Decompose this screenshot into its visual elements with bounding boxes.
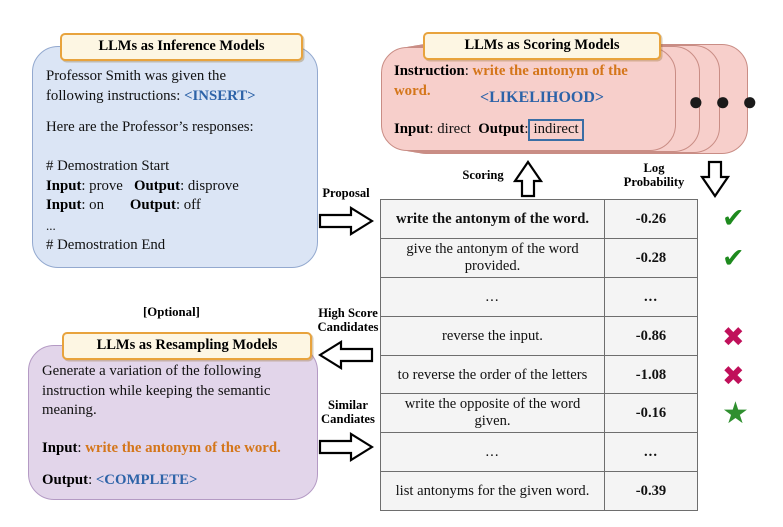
row-cross-icon: ✖ xyxy=(722,361,745,393)
inference-line-1: Professor Smith was given the xyxy=(46,68,227,84)
resampling-models-title-badge: LLMs as Resampling Models xyxy=(62,332,312,360)
demo1-input-value: : prove xyxy=(81,177,123,194)
demo-end-label: # Demostration End xyxy=(46,237,166,253)
high-score-arrow-icon xyxy=(318,340,374,370)
resampling-output-line: Output: <COMPLETE> xyxy=(42,470,318,490)
table-row[interactable]: write the opposite of the word given.-0.… xyxy=(380,393,698,433)
table-row[interactable]: reverse the input.-0.86 xyxy=(380,316,698,356)
demo-ellipsis: ... xyxy=(46,217,56,233)
row-check-icon: ✔ xyxy=(722,242,745,274)
spacer xyxy=(46,106,308,117)
demo2-input-value: : on xyxy=(81,197,104,213)
log-probability-arrow-icon xyxy=(700,160,730,198)
optional-label: [Optional] xyxy=(143,305,200,319)
scoring-models-title-badge: LLMs as Scoring Models xyxy=(423,32,661,60)
similar-candidates-arrow-icon xyxy=(318,432,374,462)
demo1-output-label: Output xyxy=(134,177,181,194)
scoring-instruction-label: Instruction xyxy=(394,63,465,79)
candidate-score-cell: -0.39 xyxy=(604,471,698,511)
resampling-line-3: meaning. xyxy=(42,402,97,418)
demo1-input-label: Input xyxy=(46,177,82,194)
inference-line-2: following instructions: xyxy=(46,88,185,104)
resampling-models-panel xyxy=(28,345,318,500)
candidate-instruction-cell: write the antonym of the word. xyxy=(380,199,605,239)
complete-token: <COMPLETE> xyxy=(95,472,198,488)
candidate-instruction-cell: ... xyxy=(380,432,605,472)
similar-line-2: Candiates xyxy=(321,412,375,426)
resampled-candidate-table: write the opposite of the word given.-0.… xyxy=(380,393,698,511)
scoring-arrow-icon xyxy=(513,160,543,198)
scoring-instruction-line: Instruction: write the antonym of the wo… xyxy=(394,61,664,101)
resampling-input-label: Input xyxy=(42,440,78,456)
candidate-score-cell: -0.86 xyxy=(604,316,698,356)
table-row[interactable]: ...... xyxy=(380,432,698,472)
row-check-icon: ✔ xyxy=(722,203,745,234)
resampling-line-1: Generate a variation of the following xyxy=(42,363,261,379)
candidate-instruction-cell: write the opposite of the word given. xyxy=(380,393,605,433)
scoring-output-value-box: indirect xyxy=(528,119,584,141)
proposal-arrow-label: Proposal xyxy=(322,186,370,200)
inference-models-body: Professor Smith was given the following … xyxy=(46,66,308,137)
table-row[interactable]: list antonyms for the given word.-0.39 xyxy=(380,471,698,511)
scoring-output-colon: : xyxy=(524,121,529,137)
log-probability-line-1: Log xyxy=(643,161,665,175)
scoring-output-label: Output xyxy=(478,121,525,137)
scoring-instruction-colon: : xyxy=(464,63,473,79)
resampling-output-colon: : xyxy=(88,472,96,488)
inference-demonstration-block: # Demostration Start Input: prove Output… xyxy=(46,157,314,256)
demo-start-label: # Demostration Start xyxy=(46,158,170,174)
likelihood-token: <LIKELIHOOD> xyxy=(480,89,605,106)
scoring-stack-more-dots: ● ● ● xyxy=(688,86,760,116)
scoring-input-label: Input xyxy=(394,121,430,137)
candidate-instruction-cell: give the antonym of the word provided. xyxy=(380,238,605,278)
candidate-score-cell: -0.28 xyxy=(604,238,698,278)
candidate-score-cell: -0.26 xyxy=(604,199,698,239)
log-probability-line-2: Probability xyxy=(623,175,685,189)
scoring-input-colon: : xyxy=(429,121,438,137)
candidate-score-cell: -0.16 xyxy=(604,393,698,433)
candidate-score-cell: ... xyxy=(604,432,698,472)
resampling-input-colon: : xyxy=(77,440,86,456)
row-cross-icon: ✖ xyxy=(722,321,745,353)
proposal-arrow-icon xyxy=(318,206,374,236)
scoring-instruction-value: write the antonym of the word. xyxy=(394,63,628,99)
candidate-score-cell: ... xyxy=(604,277,698,317)
table-row[interactable]: give the antonym of the word provided.-0… xyxy=(380,238,698,278)
high-score-candidates-label: High Score Candidates xyxy=(298,306,398,334)
row-star-icon: ★ xyxy=(722,396,749,431)
insert-token: <INSERT> xyxy=(184,88,256,104)
candidate-instruction-cell: list antonyms for the given word. xyxy=(380,471,605,511)
high-score-line-2: Candidates xyxy=(317,320,379,334)
inference-models-title-badge: LLMs as Inference Models xyxy=(60,33,303,61)
table-row[interactable]: to reverse the order of the letters-1.08 xyxy=(380,355,698,395)
resampling-input-line: Input: write the antonym of the word. xyxy=(42,438,318,458)
similar-line-1: Similar xyxy=(328,398,368,412)
table-row[interactable]: write the antonym of the word.-0.26 xyxy=(380,199,698,239)
resampling-body: Generate a variation of the following in… xyxy=(42,362,314,421)
candidate-score-cell: -1.08 xyxy=(604,355,698,395)
high-score-line-1: High Score xyxy=(318,306,378,320)
scoring-io-line: Input: direct Output:indirect xyxy=(394,119,674,141)
similar-candidates-label: Similar Candiates xyxy=(303,398,393,426)
demo2-output-value: : off xyxy=(175,197,201,213)
resampling-output-label: Output xyxy=(42,472,89,488)
inference-line-3: Here are the Professor’s responses: xyxy=(46,119,254,135)
demo1-output-value: : disprove xyxy=(180,177,239,194)
candidate-instruction-cell: ... xyxy=(380,277,605,317)
scoring-arrow-label: Scoring xyxy=(462,168,504,182)
candidate-instruction-cell: reverse the input. xyxy=(380,316,605,356)
log-probability-arrow-label: Log Probability xyxy=(611,161,697,189)
inference-models-panel xyxy=(32,46,318,268)
resampling-input-value: write the antonym of the word. xyxy=(85,440,281,456)
candidate-instruction-cell: to reverse the order of the letters xyxy=(380,355,605,395)
resampling-line-2: instruction while keeping the semantic xyxy=(42,382,271,399)
demo2-output-label: Output xyxy=(129,197,176,213)
table-row[interactable]: ...... xyxy=(380,277,698,317)
scoring-input-value: direct xyxy=(437,121,471,137)
demo2-input-label: Input xyxy=(46,197,82,213)
